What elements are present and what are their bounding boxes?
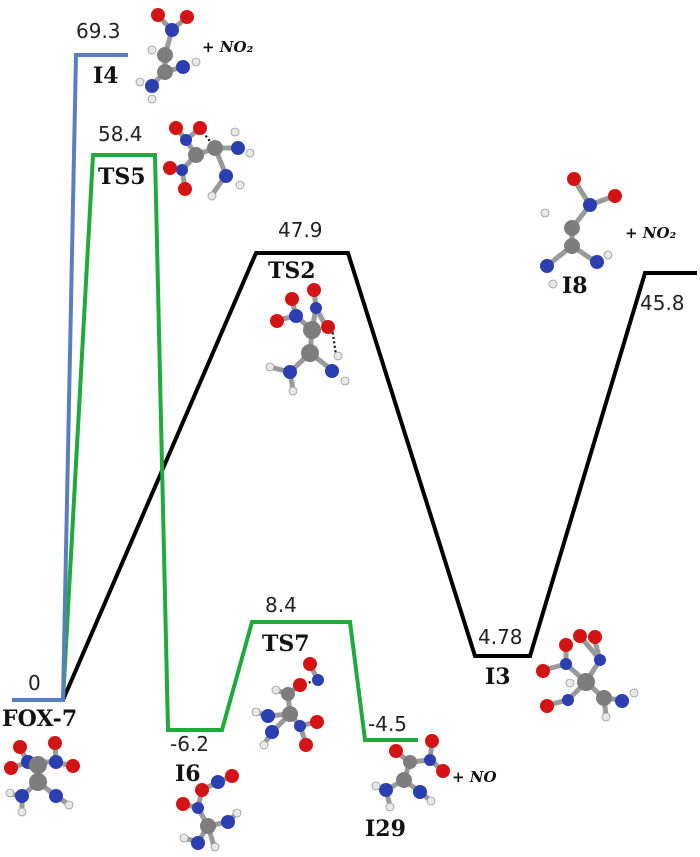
pathway-green (61, 153, 418, 742)
leaving-group-i4: + NO₂ (202, 38, 254, 56)
label-ts5: TS5 (98, 164, 146, 190)
molecule-fox7 (4, 736, 80, 817)
label-ts7: TS7 (262, 631, 310, 657)
energy-i3: 4.78 (478, 625, 523, 649)
molecule-i4 (135, 8, 201, 104)
molecule-i6 (176, 769, 242, 852)
label-ts2: TS2 (268, 258, 316, 284)
molecule-i8 (540, 172, 622, 289)
energy-ts7: 8.4 (265, 593, 297, 617)
leaving-group-i29: + NO (452, 768, 497, 786)
pathway-blue (12, 53, 128, 702)
label-fox7: FOX-7 (2, 706, 77, 732)
label-i3: I3 (485, 664, 511, 690)
molecule-ts2 (265, 283, 350, 396)
molecule-ts7 (251, 657, 324, 752)
label-i8: I8 (562, 273, 588, 299)
energy-i6: -6.2 (170, 732, 209, 756)
energy-i8: 45.8 (640, 291, 685, 315)
label-i6: I6 (175, 761, 201, 787)
label-i4: I4 (93, 63, 119, 89)
pathway-black (61, 251, 697, 701)
label-i29: I29 (365, 816, 406, 842)
energy-i4: 69.3 (76, 19, 121, 43)
energy-fox7: 0 (28, 671, 41, 695)
molecule-i29 (371, 734, 450, 812)
energy-ts5: 58.4 (98, 122, 143, 146)
energy-i29: -4.5 (368, 712, 407, 736)
leaving-group-i8: + NO₂ (625, 224, 677, 242)
molecule-i3 (536, 629, 639, 722)
energy-ts2: 47.9 (278, 218, 323, 242)
molecule-ts5 (163, 121, 255, 201)
